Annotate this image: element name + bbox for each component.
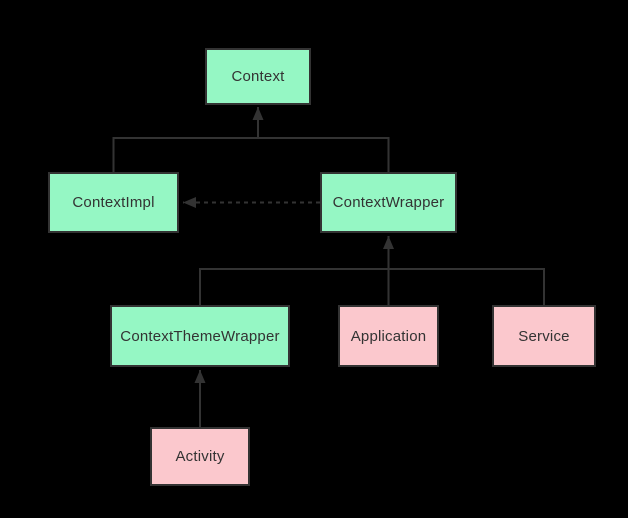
arrowhead-contextthemewrapper-to-contextwrapper: [383, 236, 394, 249]
arrowhead-contextwrapper-to-contextimpl: [183, 197, 196, 208]
edge-contextimpl-to-context: [112, 107, 259, 172]
node-application: Application: [338, 305, 439, 367]
arrowhead-activity-to-contextthemewrapper: [194, 370, 206, 383]
node-activity: Activity: [150, 427, 250, 486]
node-context-wrapper: ContextWrapper: [320, 172, 457, 233]
node-service: Service: [492, 305, 596, 367]
edge-service-to-contextwrapper-branch: [388, 268, 545, 305]
edge-contextthemewrapper-to-contextwrapper: [199, 236, 390, 305]
edge-contextwrapper-to-context-branch: [258, 137, 390, 172]
node-context: Context: [205, 48, 311, 105]
node-context-theme-wrapper: ContextThemeWrapper: [110, 305, 290, 367]
arrowhead-contextimpl-to-context: [252, 107, 264, 120]
node-context-impl: ContextImpl: [48, 172, 179, 233]
